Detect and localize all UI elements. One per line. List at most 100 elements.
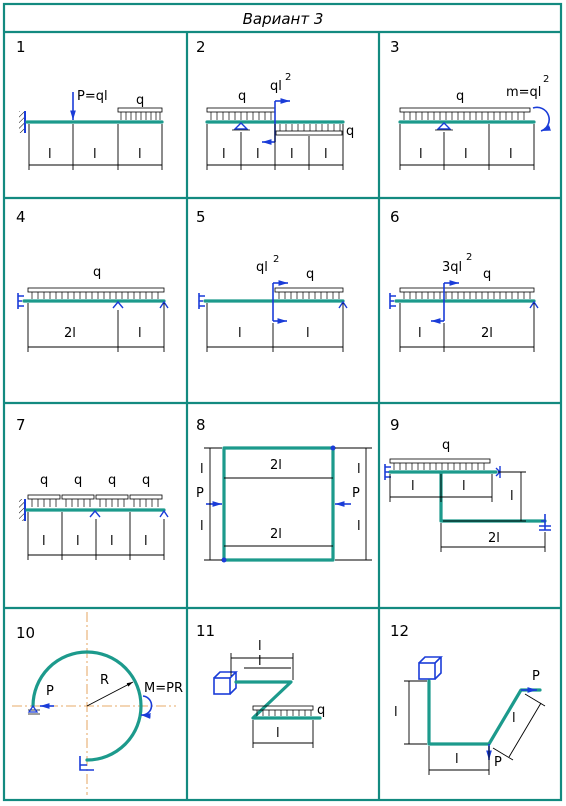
distributed-load: [117, 107, 163, 113]
moment-exponent: 2: [273, 254, 279, 265]
frame: [234, 680, 322, 720]
distributed-load: [389, 458, 491, 464]
dim-label: l: [418, 326, 422, 341]
dim-label: l: [509, 147, 513, 162]
distributed-load: [399, 107, 531, 113]
fixed-support: [213, 671, 238, 695]
dim-label: l: [357, 519, 361, 534]
sliding-support: [389, 293, 396, 309]
panel-number: 4: [16, 208, 26, 226]
dim-label: l: [238, 326, 242, 341]
moment-label: M=PR: [144, 681, 183, 696]
dim-label: l: [76, 534, 80, 549]
panel-number: 9: [390, 416, 400, 434]
dim-label: 2l: [481, 326, 493, 341]
moment-arc: [532, 106, 552, 132]
fixed-support: [418, 656, 443, 680]
load-label: q: [74, 473, 82, 488]
panel-5: 5 ql 2 q l l: [196, 208, 348, 352]
panel-12: 12 P P l l l: [390, 622, 546, 775]
load-label: q: [40, 473, 48, 488]
load-label: q: [317, 703, 325, 718]
distributed-load: [275, 130, 343, 136]
page-title: Вариант 3: [243, 10, 324, 28]
sliding-support: [79, 756, 94, 771]
fixed-support: [19, 499, 25, 521]
roller-support: [159, 300, 169, 309]
distributed-load: [206, 107, 276, 113]
panel-number: 10: [16, 624, 35, 642]
pin-support: [436, 122, 452, 130]
distributed-load: [274, 287, 344, 293]
moment-label: 3ql: [442, 260, 462, 275]
dim-label: l: [222, 147, 226, 162]
dim-label: l: [306, 326, 310, 341]
panel-6: 6 3ql 2 q l 2l: [389, 208, 539, 352]
dim-label: l: [464, 147, 468, 162]
load-label: q: [108, 473, 116, 488]
dim-label: l: [200, 519, 204, 534]
dim-label: l: [510, 489, 514, 504]
panel-2: 2 ql 2 q q l l: [196, 38, 354, 170]
panel-number: 1: [16, 38, 26, 56]
pin-support: [27, 704, 39, 713]
panel-10: 10 R P M=PR: [12, 612, 183, 795]
load-label: q: [142, 473, 150, 488]
load-label: q: [93, 265, 101, 280]
distributed-load: [27, 287, 165, 293]
dim-label: l: [394, 705, 398, 720]
pin-support: [233, 122, 249, 130]
panel-number: 12: [390, 622, 409, 640]
panel-number: 5: [196, 208, 206, 226]
dim-label: l: [411, 479, 415, 494]
panel-11: 11 q l l l: [196, 622, 325, 748]
dim-label: l: [324, 147, 328, 162]
sliding-support: [539, 514, 551, 531]
dim-label: l: [110, 534, 114, 549]
distributed-load: [252, 705, 314, 711]
load-label: q: [238, 89, 246, 104]
distributed-load: [27, 494, 163, 500]
pin-joint: [330, 445, 336, 451]
moment-label: m=ql: [506, 85, 541, 100]
load-label: q: [442, 438, 450, 453]
roller-support: [89, 509, 101, 518]
panel-1: 1 P=ql q l l l: [16, 38, 164, 170]
radius-label: R: [100, 673, 109, 688]
roller-support: [529, 300, 539, 309]
dim-label: l: [42, 534, 46, 549]
dim-label: l: [419, 147, 423, 162]
force-label: P: [494, 755, 502, 770]
panel-8: 8 P P 2l 2l l l l l: [196, 416, 372, 563]
pin-joint: [221, 557, 227, 563]
sliding-support: [384, 464, 391, 480]
panel-number: 6: [390, 208, 400, 226]
force-label: P: [352, 486, 360, 501]
closed-frame: [222, 446, 335, 562]
moment-exponent: 2: [466, 252, 472, 263]
dim-label: 2l: [270, 458, 282, 473]
dim-label: l: [258, 654, 262, 669]
distributed-load: [399, 287, 535, 293]
moment-arc: [140, 695, 153, 719]
roller-support: [112, 300, 124, 309]
force-label: P: [196, 486, 204, 501]
panel-number: 2: [196, 38, 206, 56]
panel-9: 9 q l l l 2l: [384, 416, 551, 552]
panel-number: 8: [196, 416, 206, 434]
dim-label: 2l: [64, 326, 76, 341]
fixed-support: [19, 111, 25, 133]
moment-label: ql: [256, 260, 268, 275]
moment-exponent: 2: [543, 74, 549, 85]
roller-support: [159, 509, 169, 518]
dim-label: 2l: [488, 531, 500, 546]
dim-label: l: [512, 711, 516, 726]
dim-label: l: [256, 147, 260, 162]
dim-label: l: [462, 479, 466, 494]
dim-label: 2l: [270, 527, 282, 542]
sliding-support: [198, 293, 205, 309]
force-label: P: [532, 669, 540, 684]
dim-label: l: [138, 147, 142, 162]
